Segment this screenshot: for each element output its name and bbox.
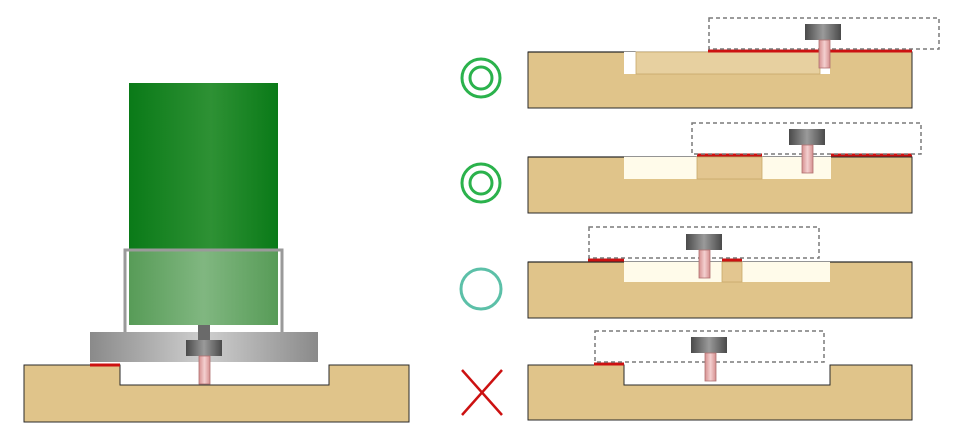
router-bit-shank [801,144,814,174]
workpiece-board [527,364,913,421]
cross-icon [461,369,503,416]
cut-recess [624,52,636,74]
cut-recess [762,157,831,179]
cut-channel [696,156,763,180]
workpiece-board [23,364,410,423]
router-bit-bearing [686,234,722,250]
double-circle-icon [460,162,502,204]
router-illustration [23,83,410,423]
setup-example-row-3 [527,226,913,319]
cut-channel [635,51,821,75]
router-bit-bearing [805,24,841,40]
router-bit-shank [818,39,831,69]
cut-channel [721,261,743,283]
rating-symbol-row-4 [461,369,503,416]
router-motor-body [129,83,278,250]
router-bit-bearing [186,340,222,356]
router-bit-bearing [691,337,727,353]
router-bit-shank [704,352,717,382]
setup-example-row-1 [527,17,940,109]
setup-example-row-2 [527,122,922,214]
double-circle-icon [460,57,502,99]
cut-recess [624,157,697,179]
router-footprint-box [588,226,820,259]
rating-symbol-row-2 [460,162,502,204]
router-base-housing [129,250,278,325]
circle-icon [459,267,503,311]
router-bit-shank [198,355,211,385]
router-bit-shank [698,249,711,279]
setup-example-row-4 [527,330,913,421]
rating-symbol-row-1 [460,57,502,99]
router-spindle [198,325,210,341]
rating-symbol-row-3 [459,267,503,311]
router-footprint-box [708,17,940,50]
router-bit-bearing [789,129,825,145]
router-frame [123,248,284,332]
